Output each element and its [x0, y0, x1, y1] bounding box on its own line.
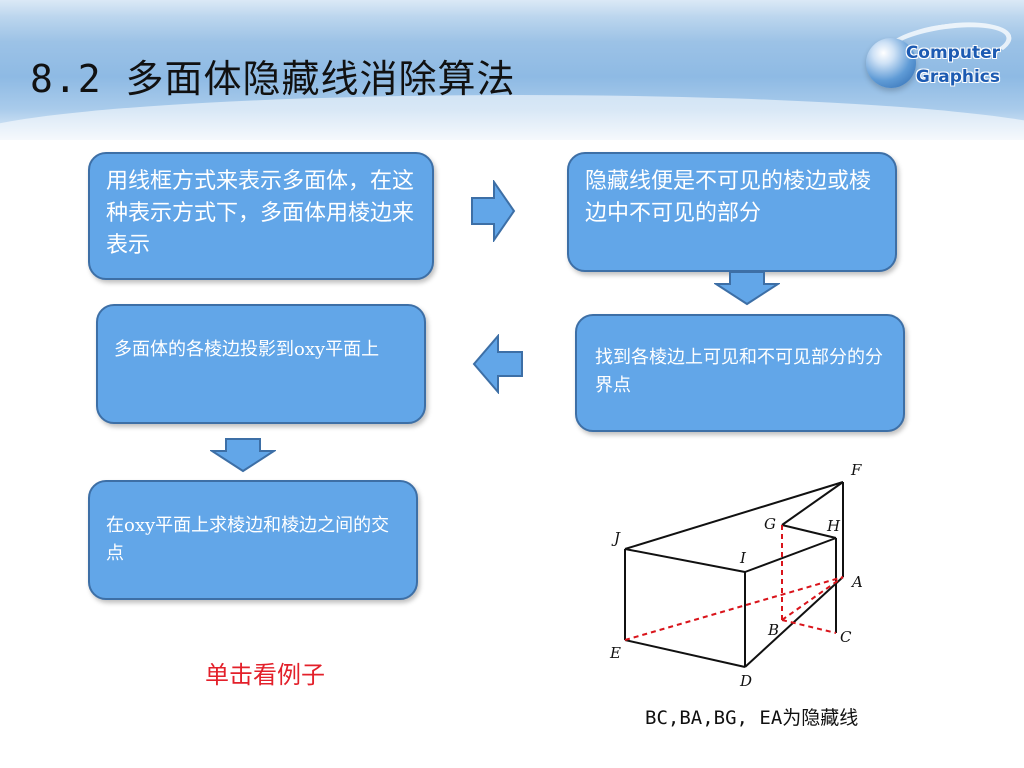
vertex-label-I: I [739, 549, 747, 567]
slide-title: 8.2 多面体隐藏线消除算法 [30, 57, 516, 101]
vertex-label-A: A [850, 573, 863, 591]
edge-JF [624, 481, 844, 550]
flow-box-hidden-line-definition-text: 隐藏线便是不可见的棱边或棱边中不可见的部分 [585, 169, 872, 226]
vertex-label-B: B [767, 621, 779, 639]
flow-box-project-edges: 多面体的各棱边投影到oxy平面上 [96, 304, 426, 424]
polyhedron-figure: F G H J I A B C E D [609, 461, 863, 690]
vertex-label-C: C [840, 628, 852, 646]
flow-box-edge-intersections-text: 在oxy平面上求棱边和棱边之间的交点 [106, 515, 390, 564]
flow-box-find-boundary-points: 找到各棱边上可见和不可见部分的分界点 [575, 314, 905, 432]
vertex-label-E: E [609, 644, 621, 662]
vertex-label-G: G [764, 515, 776, 533]
logo-text-graphics: Graphics [915, 67, 1000, 87]
flow-box-hidden-line-definition: 隐藏线便是不可见的棱边或棱边中不可见的部分 [567, 152, 897, 272]
arrow-down-icon [714, 271, 780, 306]
edge-GH [781, 524, 837, 539]
arrow-right-icon [471, 180, 516, 242]
vertex-label-J: J [611, 529, 621, 547]
hidden-edge-BA [781, 576, 844, 621]
vertex-label-D: D [739, 672, 752, 690]
flow-box-wireframe: 用线框方式来表示多面体，在这种表示方式下，多面体用棱边来表示 [88, 152, 434, 280]
flow-box-find-boundary-points-text: 找到各棱边上可见和不可见部分的分界点 [595, 347, 883, 396]
slide-header [0, 0, 1024, 140]
computer-graphics-logo: Computer Graphics [862, 15, 1015, 100]
hidden-edge-EA [624, 576, 844, 641]
edge-IH [744, 537, 837, 573]
flow-box-edge-intersections: 在oxy平面上求棱边和棱边之间的交点 [88, 480, 418, 600]
flow-box-project-edges-text: 多面体的各棱边投影到oxy平面上 [114, 339, 380, 360]
arrow-left-icon [472, 334, 523, 394]
vertex-label-H: H [826, 517, 841, 535]
flow-box-wireframe-text: 用线框方式来表示多面体，在这种表示方式下，多面体用棱边来表示 [106, 169, 415, 258]
edge-ED [624, 639, 746, 668]
edge-JI [624, 548, 746, 573]
edge-GF [781, 481, 844, 526]
hidden-lines-caption: BC,BA,BG, EA为隐藏线 [645, 707, 859, 729]
arrow-down-icon-2 [210, 438, 276, 473]
example-link[interactable]: 单击看例子 [205, 661, 325, 689]
logo-text-computer: Computer [905, 43, 1000, 63]
vertex-label-F: F [850, 461, 862, 479]
hidden-edge-BC [781, 619, 837, 634]
globe-icon [866, 38, 916, 88]
